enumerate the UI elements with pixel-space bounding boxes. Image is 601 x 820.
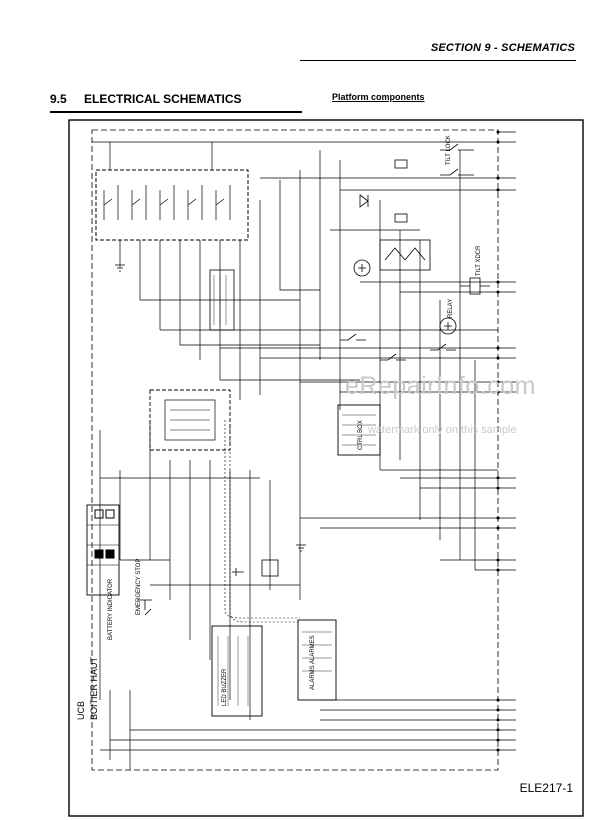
ucb-panel (86, 504, 120, 596)
emergency-stop-label: EMERGENCY STOP (136, 559, 142, 615)
battery-indicator-label: BATTERY INDICATOR (108, 578, 114, 640)
diagram-reference: ELE217-1 (519, 781, 573, 795)
motor-symbols (353, 239, 457, 335)
wire-harness (224, 420, 300, 619)
vertical-wiring (99, 142, 476, 770)
title-rule (50, 111, 302, 113)
center-module (149, 389, 231, 451)
right-terminals (498, 131, 516, 751)
section-title-text: ELECTRICAL SCHEMATICS (84, 92, 242, 106)
ctrl-box (337, 404, 381, 456)
section-number: 9.5 (50, 92, 67, 106)
header-rule (300, 60, 576, 61)
diagram-subtitle: Platform components (332, 92, 425, 102)
section-header: SECTION 9 - SCHEMATICS (430, 42, 575, 54)
horizontal-wiring (92, 141, 498, 751)
tilt-lock-label: TILT LOCK (446, 135, 452, 165)
alarms-block (297, 619, 337, 701)
tilt-sensor (232, 559, 279, 577)
section-title: 9.5 ELECTRICAL SCHEMATICS (50, 92, 300, 106)
relay-components (359, 159, 490, 295)
contacts (340, 333, 456, 361)
ground-symbols (115, 264, 306, 552)
platform-boundary (91, 129, 499, 771)
watermark: eRepairInfo.com (345, 372, 536, 400)
boitier-haut-label: BOITIER HAUT (89, 656, 99, 720)
alarms-label: ALARMS ALARMES (310, 635, 316, 690)
relay-label: RELAY (448, 299, 454, 318)
tilt-lock-switch (440, 143, 474, 176)
watermark-subtext: watermark only on this sample (368, 424, 517, 436)
diagram-frame (68, 119, 584, 817)
emergency-stop-switch (138, 599, 152, 616)
ctrl-box-label: CTRL BOX (358, 420, 364, 450)
ucb-label: UCB (76, 701, 86, 720)
terminal-strip (209, 269, 235, 331)
tilt-xdcr-label: TILT XDCR (476, 245, 482, 276)
joystick-controller-box (95, 169, 249, 241)
led-buzzer-block (211, 625, 263, 717)
led-buzzer-label: LED BUZZER (222, 668, 228, 706)
